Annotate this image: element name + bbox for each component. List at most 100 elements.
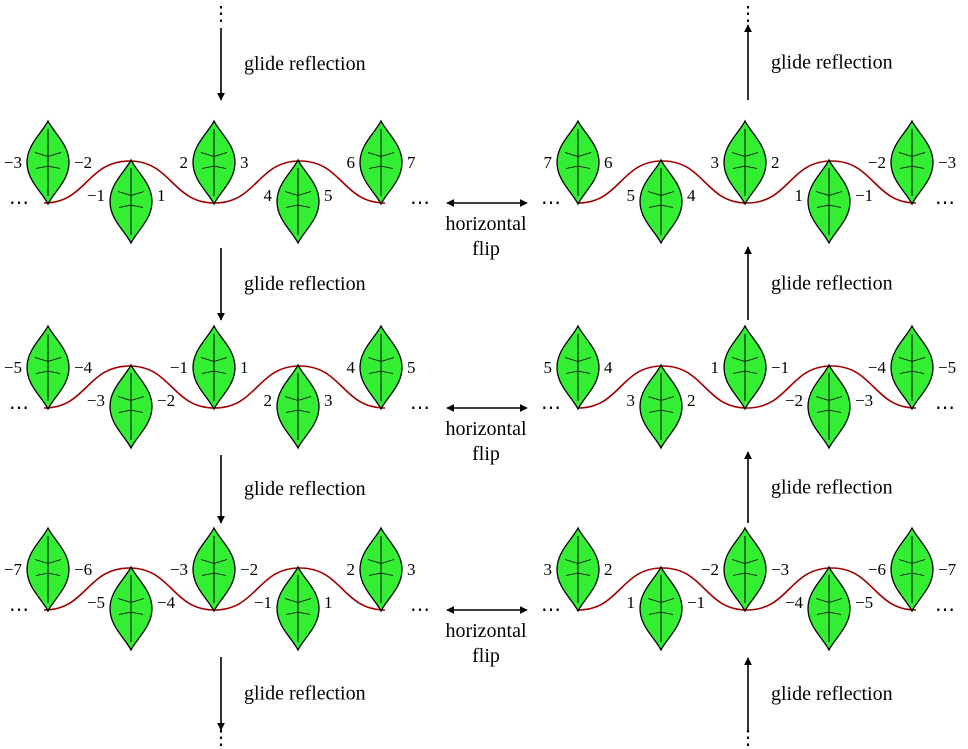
leaf-vein — [285, 611, 299, 615]
leaf-label-left: −7 — [4, 560, 23, 579]
leaf-vein — [47, 572, 61, 576]
leaf-vein — [732, 165, 746, 169]
leaf-vein — [213, 357, 228, 362]
leaf-vein — [564, 559, 579, 564]
leaf-label-left: −2 — [868, 153, 886, 172]
leaf-vein — [213, 152, 228, 157]
leaf-label-left: 2 — [180, 153, 189, 172]
leaf-vein — [731, 357, 746, 362]
leaf-top-left-r2-2 — [192, 324, 236, 411]
leaf-label-left: 4 — [347, 358, 356, 377]
ellipsis: ⋯ — [9, 397, 29, 419]
leaf-vein — [744, 572, 758, 576]
leaf-vein — [213, 559, 228, 564]
leaf-label-right: 7 — [407, 153, 416, 172]
leaf-label-left: −1 — [254, 593, 272, 612]
leaf-label-right: 1 — [240, 358, 249, 377]
vertical-ellipsis: ⋮ — [211, 727, 231, 749]
leaf-bottom-left-r2-1 — [109, 363, 153, 450]
ellipsis: ⋯ — [410, 192, 430, 214]
leaf-vein — [816, 204, 830, 208]
leaf-vein — [815, 191, 830, 196]
leaf-vein — [380, 370, 394, 374]
glide-reflection-label: glide reflection — [771, 273, 893, 295]
leaf-label-right: −1 — [687, 593, 705, 612]
leaf-top-left-r2-1 — [26, 324, 70, 411]
leaf-vein — [201, 165, 215, 169]
ellipsis: ⋯ — [9, 192, 29, 214]
leaf-vein — [565, 572, 579, 576]
leaf-top-right-r1-3 — [890, 119, 934, 206]
leaf-vein — [647, 191, 662, 196]
ellipsis: ⋯ — [9, 599, 29, 621]
leaf-vein — [732, 370, 746, 374]
leaf-vein — [647, 598, 662, 603]
leaf-label-right: −4 — [74, 358, 93, 377]
leaf-vein — [648, 611, 662, 615]
leaf-vein — [744, 152, 759, 157]
leaf-label-right: −2 — [240, 560, 258, 579]
ellipsis: ⋯ — [410, 599, 430, 621]
wave-right-row-2 — [577, 365, 917, 409]
glide-reflection-label: glide reflection — [244, 273, 366, 295]
leaf-vein — [577, 357, 592, 362]
leaf-vein — [34, 559, 49, 564]
leaf-label-right: −6 — [74, 560, 92, 579]
leaf-vein — [564, 152, 579, 157]
leaf-vein — [744, 370, 758, 374]
leaf-label-right: −1 — [771, 358, 789, 377]
leaf-vein — [213, 572, 227, 576]
leaf-label-left: 1 — [711, 358, 720, 377]
leaf-vein — [213, 370, 227, 374]
leaf-label-right: 3 — [407, 560, 416, 579]
horizontal-label: horizontal — [445, 418, 527, 440]
leaf-vein — [380, 572, 394, 576]
leaf-label-right: 3 — [240, 153, 249, 172]
leaf-vein — [899, 165, 913, 169]
leaf-label-left: 2 — [347, 560, 356, 579]
leaf-vein — [577, 370, 591, 374]
leaf-bottom-right-r3-1 — [639, 565, 683, 652]
leaf-vein — [744, 165, 758, 169]
glide-reflection-label: glide reflection — [244, 53, 366, 75]
leaf-label-right: 1 — [157, 186, 166, 205]
leaf-label-right: −5 — [938, 358, 956, 377]
leaf-vein — [118, 611, 132, 615]
flip-label: flip — [472, 443, 500, 465]
leaf-label-right: −3 — [855, 391, 873, 410]
leaf-vein — [828, 611, 842, 615]
leaf-label-left: 2 — [264, 391, 273, 410]
leaf-bottom-right-r3-2 — [807, 565, 851, 652]
leaf-bottom-right-r1-1 — [639, 158, 683, 245]
leaf-bottom-left-r3-2 — [276, 565, 320, 652]
ellipsis: ⋯ — [935, 599, 955, 621]
leaf-top-right-r2-3 — [890, 324, 934, 411]
leaf-vein — [648, 204, 662, 208]
leaf-vein — [380, 152, 395, 157]
leaf-top-right-r3-2 — [723, 526, 767, 613]
leaf-vein — [565, 370, 579, 374]
ellipsis: ⋯ — [935, 192, 955, 214]
leaf-label-left: 3 — [711, 153, 720, 172]
leaf-vein — [565, 165, 579, 169]
vertical-ellipsis: ⋮ — [211, 3, 231, 25]
leaf-vein — [577, 572, 591, 576]
leaf-vein — [284, 191, 299, 196]
leaf-vein — [660, 191, 675, 196]
glide-reflection-label: glide reflection — [244, 683, 366, 705]
leaf-top-right-r1-2 — [723, 119, 767, 206]
leaf-vein — [47, 165, 61, 169]
leaf-vein — [297, 191, 312, 196]
leaf-label-right: −4 — [157, 593, 176, 612]
leaf-vein — [744, 357, 759, 362]
leaf-label-left: −4 — [868, 358, 887, 377]
leaf-top-left-r1-1 — [26, 119, 70, 206]
leaf-label-right: −5 — [855, 593, 873, 612]
leaf-top-left-r2-3 — [359, 324, 403, 411]
flip-label: flip — [472, 645, 500, 667]
leaf-top-left-r3-1 — [26, 526, 70, 613]
leaf-label-right: 3 — [324, 391, 333, 410]
leaf-vein — [898, 357, 913, 362]
leaf-vein — [744, 559, 759, 564]
